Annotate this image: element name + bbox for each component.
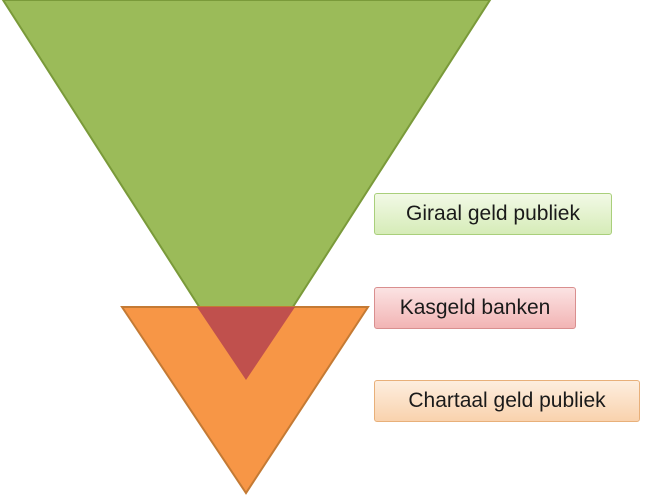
- label-chartaal-geld-publiek: Chartaal geld publiek: [374, 380, 640, 422]
- overlap-triangle-kasgeld: [197, 307, 295, 380]
- green-triangle-giraal: [1, 0, 492, 382]
- label-kasgeld-banken: Kasgeld banken: [374, 287, 576, 329]
- label-giraal-geld-publiek: Giraal geld publiek: [374, 193, 612, 235]
